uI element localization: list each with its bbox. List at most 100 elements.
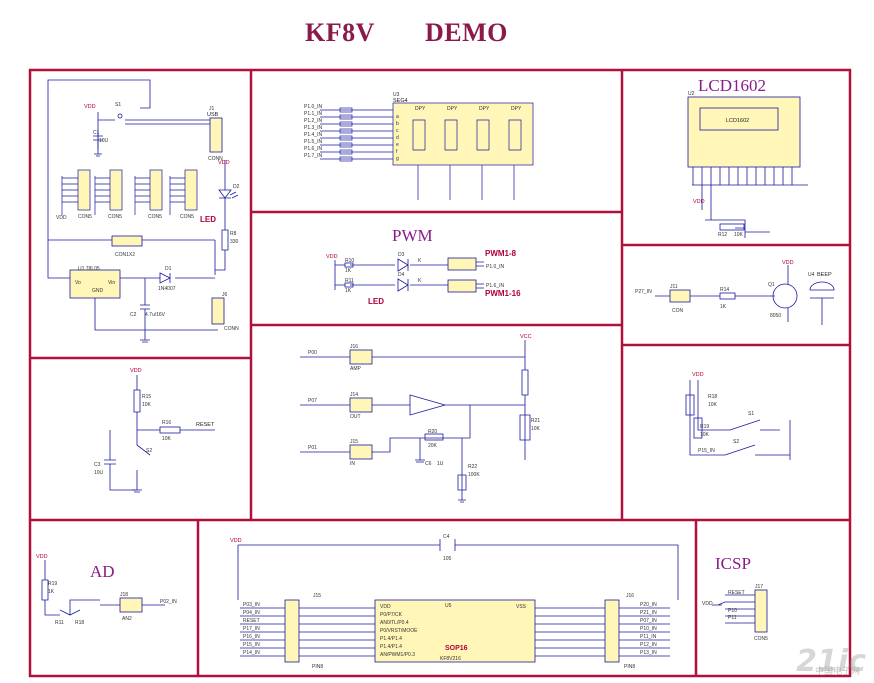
svg-text:10U: 10U [99, 138, 109, 144]
svg-text:D4: D4 [398, 272, 405, 278]
svg-text:d: d [396, 135, 399, 141]
svg-text:CON1X2: CON1X2 [115, 252, 135, 258]
svg-text:4.7u/16V: 4.7u/16V [145, 312, 166, 318]
pwm1-16-label: PWM1-16 [485, 289, 521, 298]
svg-text:R11: R11 [55, 620, 64, 626]
svg-text:10U: 10U [94, 470, 104, 476]
svg-text:P1.4/P1.4: P1.4/P1.4 [380, 644, 402, 650]
svg-text:P13_IN: P13_IN [640, 650, 657, 656]
svg-text:R18: R18 [75, 620, 84, 626]
svg-text:1K: 1K [345, 268, 352, 274]
svg-text:1K: 1K [48, 589, 55, 595]
svg-text:P03_IN: P03_IN [243, 602, 260, 608]
svg-text:D1: D1 [165, 266, 172, 272]
svg-text:P14_IN: P14_IN [243, 650, 260, 656]
reset-section [104, 375, 215, 493]
svg-text:P20_IN: P20_IN [640, 602, 657, 608]
reset-label: RESET [196, 422, 215, 428]
section-label-ad: AD [90, 562, 115, 581]
svg-text:VDD: VDD [692, 372, 704, 378]
keys-text: VDD R18 10K R19 10K S1 S2 P15_IN [692, 372, 754, 454]
svg-text:Vin: Vin [108, 280, 115, 286]
lcd-section [687, 96, 808, 238]
svg-text:VSS: VSS [516, 604, 527, 610]
svg-text:a: a [396, 114, 399, 120]
sop16-label: SOP16 [445, 645, 468, 652]
svg-text:J14: J14 [350, 392, 358, 398]
beep-section [655, 265, 835, 325]
svg-text:J16: J16 [350, 344, 358, 350]
svg-text:CONN: CONN [208, 156, 223, 162]
seg-label: SEG4 [393, 98, 408, 104]
svg-text:CON5: CON5 [148, 214, 162, 220]
seg-section [320, 102, 534, 200]
title-left: KF8V [305, 18, 375, 47]
svg-text:S1: S1 [748, 411, 754, 417]
mcu-text: VDD C4 105 J15 J16 U5 VDD VSS P0/P7/CK A… [230, 534, 657, 670]
svg-text:P1.4_IN: P1.4_IN [304, 132, 322, 138]
svg-text:P1.0_IN: P1.0_IN [486, 264, 504, 270]
svg-text:DPY: DPY [511, 106, 522, 112]
frame [28, 68, 852, 678]
svg-text:R14: R14 [720, 287, 729, 293]
svg-text:P1.3_IN: P1.3_IN [304, 125, 322, 131]
svg-text:20K: 20K [428, 443, 438, 449]
svg-text:P1.1_IN: P1.1_IN [304, 111, 322, 117]
svg-text:R19: R19 [700, 424, 709, 430]
section-label-lcd: LCD1602 [698, 76, 766, 95]
svg-text:P10_IN: P10_IN [640, 626, 657, 632]
svg-text:P00: P00 [308, 350, 317, 356]
svg-text:10K: 10K [162, 436, 172, 442]
svg-text:DPY: DPY [447, 106, 458, 112]
svg-text:VDD: VDD [782, 260, 794, 266]
mcu-section [237, 539, 679, 663]
svg-text:1U: 1U [437, 461, 444, 467]
svg-text:S2: S2 [146, 448, 152, 454]
svg-text:P12_IN: P12_IN [640, 642, 657, 648]
svg-text:100K: 100K [468, 472, 480, 478]
svg-text:R16: R16 [162, 420, 171, 426]
svg-text:1N4007: 1N4007 [158, 286, 176, 292]
svg-text:f: f [396, 149, 398, 155]
svg-text:K: K [418, 258, 422, 264]
svg-text:C1: C1 [93, 130, 100, 136]
svg-text:VDD: VDD [380, 604, 391, 610]
pwm-text: VDD R10 1K R11 1K D3 D4 K K LED PWM1-8 P… [326, 249, 521, 306]
svg-text:P27_IN: P27_IN [635, 289, 652, 295]
svg-text:CON5: CON5 [108, 214, 122, 220]
svg-text:IN: IN [350, 461, 355, 467]
title-right: DEMO [425, 18, 508, 47]
watermark: 21ic [796, 644, 866, 679]
svg-text:DPY: DPY [479, 106, 490, 112]
svg-text:VDD: VDD [218, 160, 230, 166]
svg-text:AN0/TL/P0.4: AN0/TL/P0.4 [380, 620, 409, 626]
svg-text:P11_IN: P11_IN [640, 634, 657, 640]
conn-headers [61, 169, 198, 215]
svg-text:R15: R15 [142, 394, 151, 400]
svg-text:CON: CON [672, 308, 684, 314]
pin8-label-a: PIN8 [312, 664, 323, 670]
svg-text:K: K [418, 278, 422, 284]
svg-text:e: e [396, 142, 399, 148]
svg-text:VDD: VDD [326, 254, 338, 260]
svg-text:105: 105 [443, 556, 452, 562]
svg-text:P0/P7/CK: P0/P7/CK [380, 612, 403, 618]
svg-text:P10: P10 [728, 608, 737, 614]
svg-text:P0/VRST/MOOE: P0/VRST/MOOE [380, 628, 418, 634]
svg-text:R21: R21 [531, 418, 540, 424]
svg-text:P07: P07 [308, 398, 317, 404]
svg-text:S2: S2 [733, 439, 739, 445]
svg-text:U2: U2 [688, 91, 695, 97]
svg-text:S1: S1 [115, 102, 121, 108]
svg-text:AN2: AN2 [122, 616, 132, 622]
svg-text:J18: J18 [120, 592, 128, 598]
svg-text:c: c [396, 128, 399, 134]
svg-text:VDD: VDD [693, 199, 705, 205]
svg-text:U3: U3 [393, 92, 400, 98]
beep-text: VDD P27_IN J11 CON R14 1K Q1 8050 U4 BEE… [635, 260, 832, 319]
svg-text:R10: R10 [345, 258, 354, 264]
watermark-sub: 中国电子网 [814, 667, 860, 677]
lcd-glass-label: LCD1602 [726, 118, 749, 124]
svg-text:J17: J17 [755, 584, 763, 590]
